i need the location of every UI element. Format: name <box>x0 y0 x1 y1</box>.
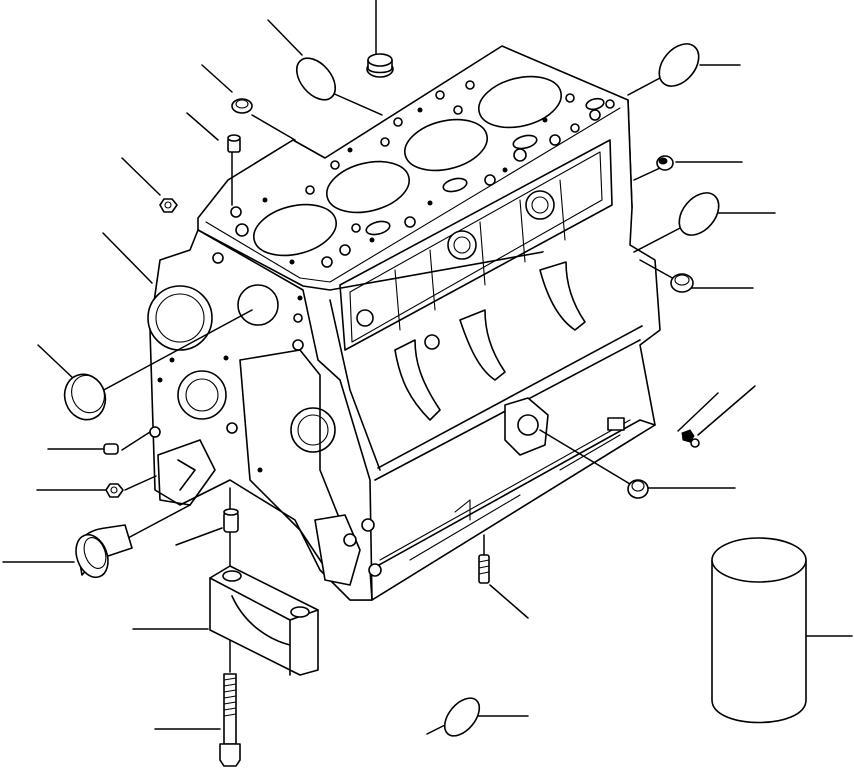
leader-screw-right-a <box>677 392 719 432</box>
plug-right-small <box>656 155 674 171</box>
plug-top <box>366 53 394 78</box>
deck-holes <box>230 80 615 268</box>
screw-right <box>681 429 700 448</box>
leader-lines <box>2 0 853 735</box>
leader-dowel-upper-left <box>186 112 219 141</box>
plug-upper-left <box>231 98 253 114</box>
cup-plug-bottom <box>443 697 481 737</box>
leader-screw-right-b <box>697 385 756 436</box>
plug-top-right <box>658 43 700 87</box>
sleeve <box>711 537 807 724</box>
plug-right-lower <box>670 273 694 293</box>
cup-plug-top-left <box>295 57 337 101</box>
nut-left <box>105 483 124 498</box>
bearing-bolt <box>223 508 239 533</box>
leader-seal-ring-left <box>37 344 76 381</box>
leader-stud-bottom <box>489 584 529 619</box>
plug-right-bottom <box>627 479 649 499</box>
leader-bearing-bolt <box>175 527 223 546</box>
cylinder-block <box>147 45 661 601</box>
pin-left <box>103 443 119 455</box>
main-bolt <box>219 673 241 767</box>
stud-bottom <box>478 554 490 584</box>
dowel-upper-left <box>227 134 241 153</box>
bolt-left <box>159 198 178 213</box>
cup-plug-right <box>678 192 720 236</box>
leader-cup-plug-top-left <box>267 19 303 56</box>
seal-ring-left <box>63 373 107 421</box>
bushing-left <box>75 524 133 579</box>
leader-block <box>102 232 153 284</box>
leader-bolt-left <box>121 157 161 196</box>
leader-plug-upper-left <box>201 64 233 93</box>
bearing-cap <box>209 565 319 676</box>
